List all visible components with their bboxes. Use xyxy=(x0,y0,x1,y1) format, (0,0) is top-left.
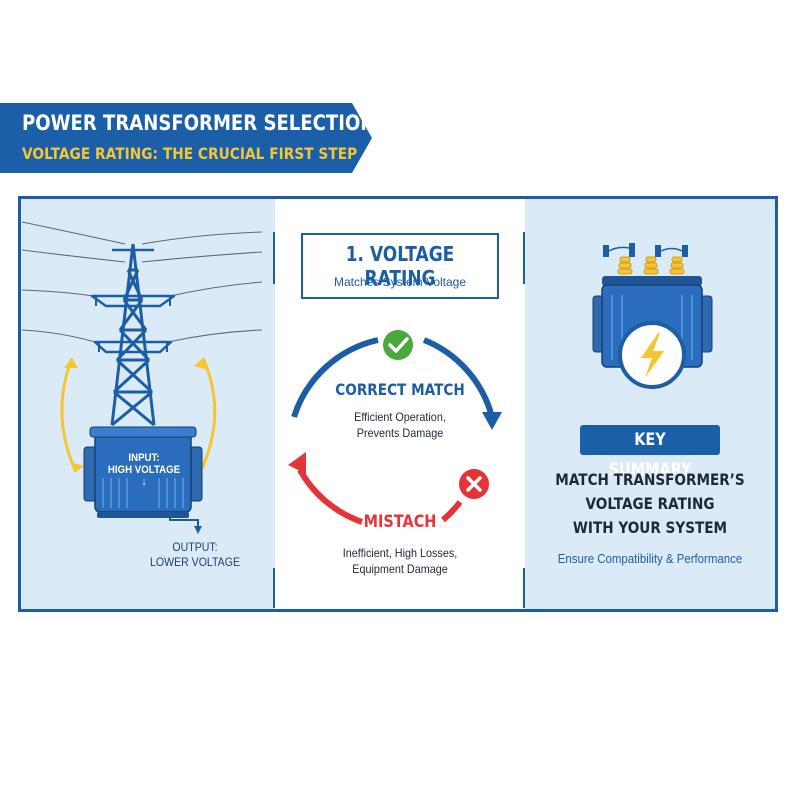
circular-arrows-icon xyxy=(60,357,217,473)
voltage-rating-box: 1. VOLTAGE RATING Matches System Voltage xyxy=(301,233,499,299)
key-summary-label: KEY SUMMARY xyxy=(608,430,692,480)
input-label-line2: HIGH VOLTAGE xyxy=(107,464,181,476)
page-title: POWER TRANSFORMER SELECTION xyxy=(22,111,376,135)
power-lines-icon xyxy=(21,221,263,343)
correct-match-title: CORRECT MATCH xyxy=(335,380,465,399)
arrow-head-icon xyxy=(194,358,208,370)
arrow-head-icon xyxy=(288,452,306,474)
transformer-lightning-icon xyxy=(592,243,713,389)
transformer-icon xyxy=(83,426,203,534)
arrow-head-icon xyxy=(64,358,78,368)
output-label-line1: OUTPUT: xyxy=(172,540,218,554)
input-arrow-icon: ↓ xyxy=(141,476,147,488)
summary-line1: MATCH TRANSFORMER’S xyxy=(555,470,745,489)
correct-match-line2: Prevents Damage xyxy=(356,426,444,440)
voltage-rating-subheading: Matches System Voltage xyxy=(333,275,467,289)
mismatch-description: Inefficient, High Losses, Equipment Dama… xyxy=(319,545,481,577)
divider-right-top xyxy=(523,232,525,284)
arrow-head-icon xyxy=(70,462,84,472)
voltage-rating-heading: 1. VOLTAGE RATING xyxy=(345,242,455,290)
divider-left-bottom xyxy=(273,568,275,608)
flow-cycle-icon xyxy=(291,337,495,525)
input-label-line1: INPUT: xyxy=(128,452,160,464)
output-label: OUTPUT: LOWER VOLTAGE xyxy=(147,540,244,570)
correct-match-line1: Efficient Operation, xyxy=(354,410,446,424)
summary-line3: WITH YOUR SYSTEM xyxy=(572,518,728,537)
mismatch-line1: Inefficient, High Losses, xyxy=(342,546,458,560)
mismatch-line2: Equipment Damage xyxy=(352,562,448,576)
divider-left-top xyxy=(273,232,275,284)
summary-line2: VOLTAGE RATING xyxy=(585,494,715,513)
key-summary-badge: KEY SUMMARY xyxy=(580,425,720,480)
correct-match-description: Efficient Operation, Prevents Damage xyxy=(328,409,472,441)
page-subtitle: VOLTAGE RATING: THE CRUCIAL FIRST STEP xyxy=(22,144,358,163)
summary-footer: Ensure Compatibility & Performance xyxy=(557,551,743,566)
mismatch-title: MISTACH xyxy=(363,512,437,532)
arrow-head-icon xyxy=(482,412,502,430)
summary-statement: MATCH TRANSFORMER’S VOLTAGE RATING WITH … xyxy=(552,468,748,540)
output-label-line2: LOWER VOLTAGE xyxy=(150,555,240,569)
divider-right-bottom xyxy=(523,568,525,608)
title-banner: POWER TRANSFORMER SELECTION VOLTAGE RATI… xyxy=(0,103,372,173)
input-label: INPUT: HIGH VOLTAGE ↓ xyxy=(107,452,181,488)
x-circle-icon xyxy=(459,469,489,499)
check-circle-icon xyxy=(383,330,413,360)
transmission-tower-icon xyxy=(90,243,176,427)
